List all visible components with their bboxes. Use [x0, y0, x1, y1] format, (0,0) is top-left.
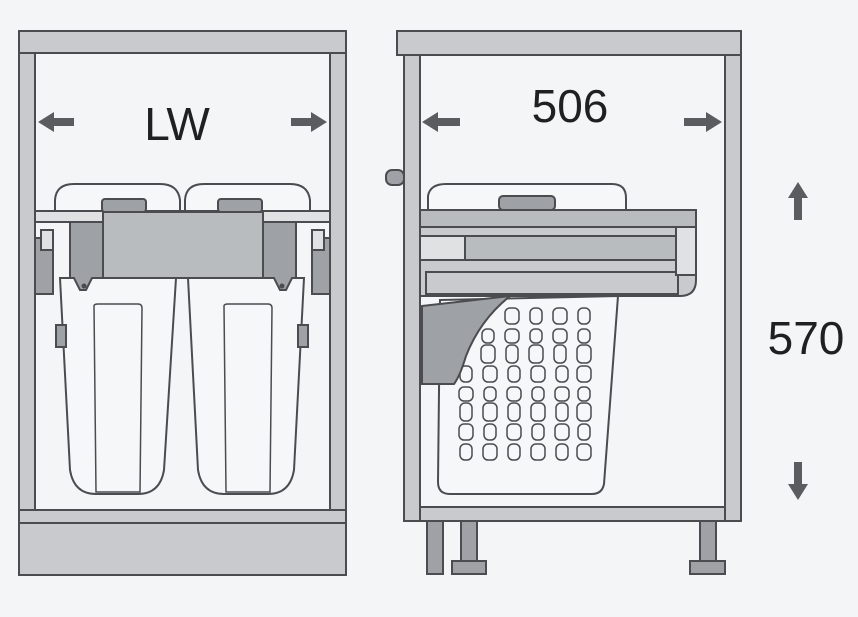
left-bracket-screw-left	[81, 283, 87, 289]
arrow-left-icon	[38, 112, 74, 132]
basket-hole	[531, 423, 545, 441]
right-rail-top	[419, 209, 697, 228]
right-basket-arm	[421, 294, 514, 385]
right-cabinet-side-left	[403, 54, 421, 522]
lw-dimension: LW	[38, 98, 327, 150]
basket-hole	[506, 423, 522, 441]
left-bracket-left	[69, 221, 104, 291]
right-cabinet-side-right	[724, 54, 742, 522]
basket-hole	[458, 423, 474, 441]
left-cabinet-side-left	[18, 52, 36, 523]
basket-hole	[482, 365, 498, 383]
right-leg-mid	[460, 520, 478, 562]
left-latch-left	[55, 324, 67, 348]
basket-hole	[505, 344, 519, 364]
basket-hole	[507, 365, 521, 383]
height-dimension: 570	[768, 182, 845, 500]
laundry-basket-lid-handle	[498, 195, 556, 211]
basket-hole	[480, 344, 496, 364]
arrow-right-icon	[291, 112, 327, 132]
basket-hole	[506, 386, 522, 402]
laundry-basket	[427, 183, 627, 495]
basket-hole	[555, 365, 569, 383]
right-leg-mid-foot	[451, 560, 487, 575]
basket-hole	[554, 386, 570, 402]
right-pullout-mechanism	[419, 209, 697, 385]
basket-hole	[552, 307, 568, 325]
basket-hole	[530, 443, 546, 461]
basket-hole	[577, 423, 591, 441]
left-cabinet-bottom-shelf	[18, 509, 347, 524]
arrow-down-icon	[788, 462, 808, 500]
basket-hole	[530, 365, 546, 383]
left-runner-right-clip	[311, 229, 325, 251]
basket-hole	[482, 402, 498, 422]
basket-hole	[459, 402, 473, 422]
lw-dimension-label: LW	[144, 98, 210, 150]
left-frame-center-block	[102, 211, 264, 279]
left-runner-left-clip	[40, 229, 54, 251]
basket-hole	[458, 386, 474, 402]
basket-hole	[483, 423, 497, 441]
basket-hole	[482, 443, 498, 461]
basket-hole	[555, 402, 569, 422]
basket-hole	[552, 328, 568, 344]
basket-hole	[530, 402, 546, 422]
basket-hole	[577, 328, 591, 344]
left-bin-2-handle	[217, 198, 263, 213]
arrow-right-icon	[684, 112, 722, 132]
basket-hole	[528, 344, 544, 364]
basket-hole	[504, 307, 520, 325]
basket-hole	[483, 386, 497, 402]
right-leg-front	[426, 520, 444, 575]
depth-dimension-label: 506	[532, 80, 609, 132]
basket-hole	[507, 443, 521, 461]
left-pullout-frame	[34, 198, 331, 348]
arrow-left-icon	[422, 112, 460, 132]
height-dimension-label: 570	[768, 312, 845, 364]
right-cabinet-knob	[385, 169, 405, 186]
laundry-basket-holes	[458, 307, 592, 461]
right-cabinet-bottom-shelf	[419, 506, 726, 522]
basket-hole	[529, 328, 543, 344]
basket-hole	[577, 307, 591, 325]
basket-hole	[576, 402, 592, 422]
basket-hole	[576, 365, 592, 383]
right-leg-back-foot	[689, 560, 726, 575]
right-cabinet-top	[396, 30, 742, 56]
basket-hole	[531, 386, 545, 402]
left-bin-2-window	[223, 303, 273, 493]
left-bracket-right	[262, 221, 297, 291]
basket-hole	[554, 423, 570, 441]
basket-hole	[576, 344, 592, 364]
left-cabinet-top	[18, 30, 347, 54]
basket-hole	[553, 344, 567, 364]
basket-hole	[529, 307, 543, 325]
left-cabinet-plinth	[18, 522, 347, 576]
right-rail-end	[675, 226, 697, 276]
depth-dimension: 506	[422, 80, 722, 132]
left-latch-right	[297, 324, 309, 348]
basket-hole	[504, 328, 520, 344]
arrow-up-icon	[788, 182, 808, 220]
right-rail-lower	[425, 271, 679, 295]
right-cabinet	[385, 30, 742, 575]
left-bin-1-handle	[101, 198, 147, 213]
basket-hole	[481, 328, 495, 344]
right-rail-cap	[419, 235, 466, 261]
basket-hole	[555, 443, 569, 461]
basket-hole	[576, 443, 592, 461]
basket-hole	[459, 443, 473, 461]
basket-hole	[577, 386, 591, 402]
left-cabinet-side-right	[329, 52, 347, 523]
left-bracket-screw-right	[279, 283, 285, 289]
left-bin-1-window	[93, 303, 143, 493]
basket-hole	[507, 402, 521, 422]
right-leg-back	[699, 520, 717, 562]
